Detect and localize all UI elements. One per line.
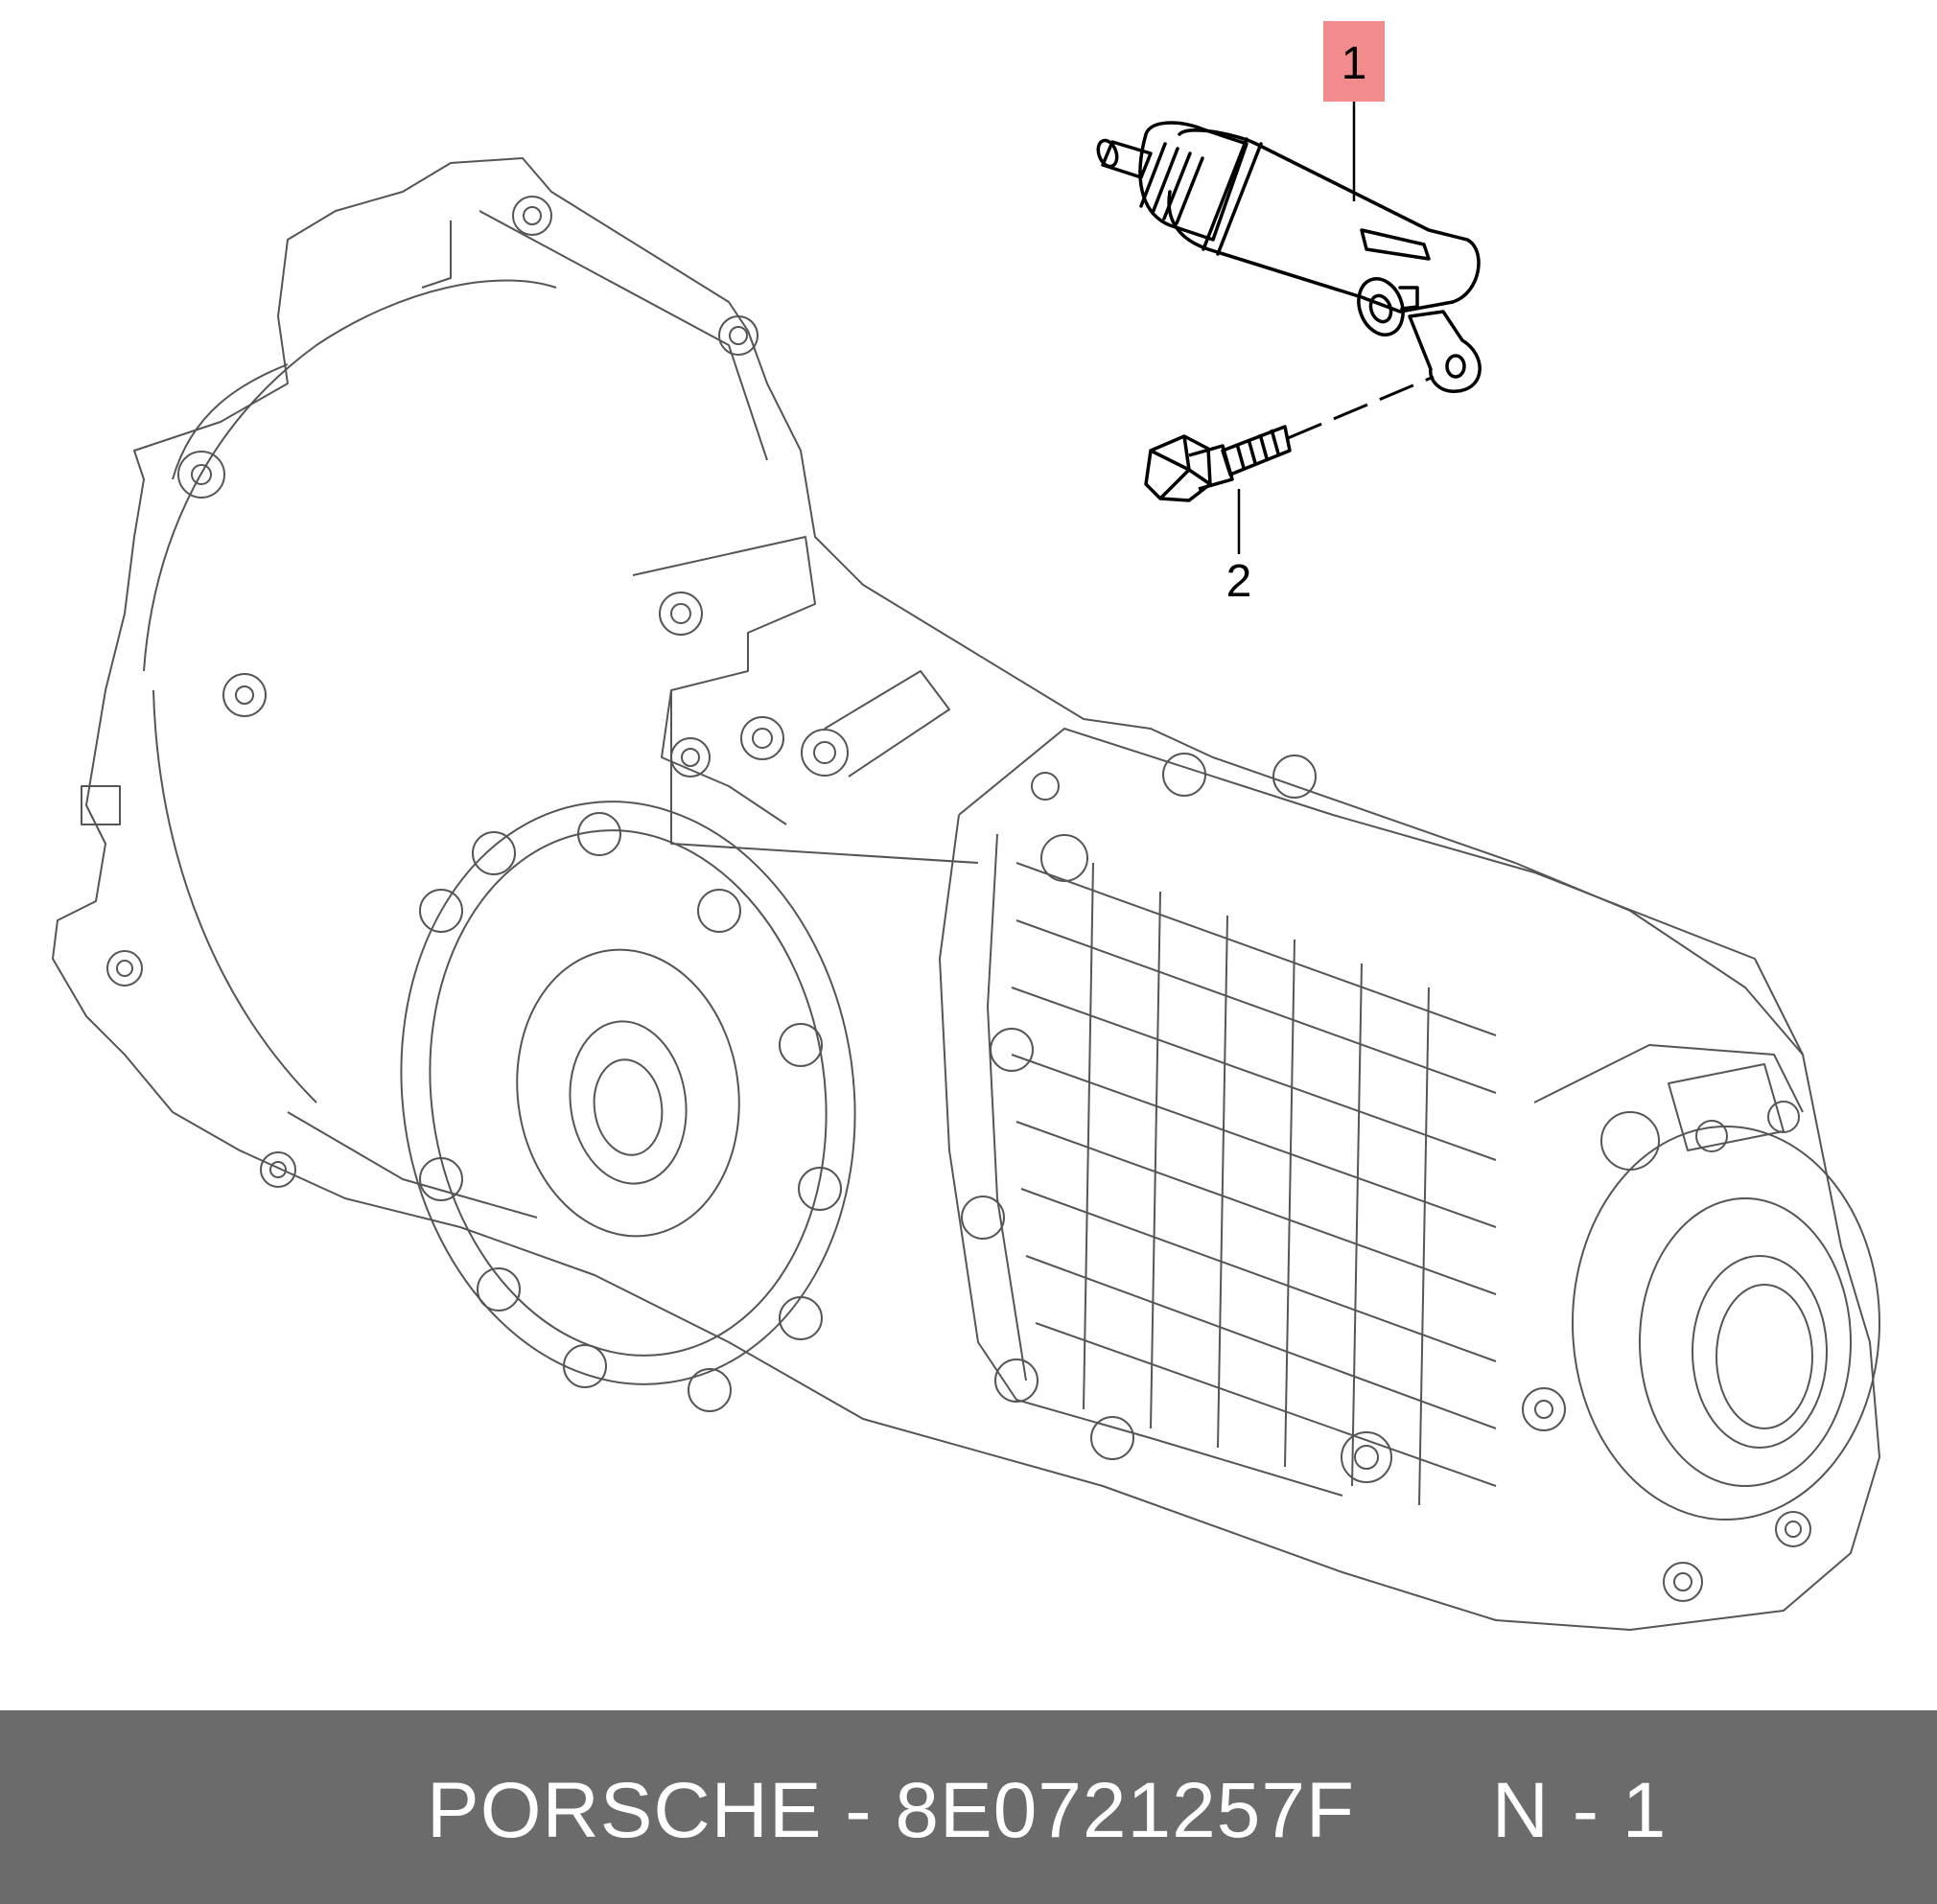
position-code: N - 1 (1491, 1767, 1668, 1854)
slave-cylinder-part (1096, 121, 1482, 393)
brand-name: PORSCHE (427, 1767, 823, 1854)
spacer (1355, 1767, 1492, 1854)
callout-1-label: 1 (1342, 38, 1367, 89)
separator: - (822, 1767, 896, 1854)
callout-2-label: 2 (1226, 556, 1252, 607)
footer-caption: PORSCHE - 8E0721257F N - 1 (427, 1766, 1667, 1856)
part-number: 8E0721257F (895, 1767, 1356, 1854)
assembly-line (1287, 375, 1435, 440)
footer-bar (0, 1710, 1937, 1904)
callout-1-highlight (1323, 21, 1385, 102)
transmission-housing (52, 157, 1880, 1631)
hex-bolt-part (1144, 425, 1292, 502)
